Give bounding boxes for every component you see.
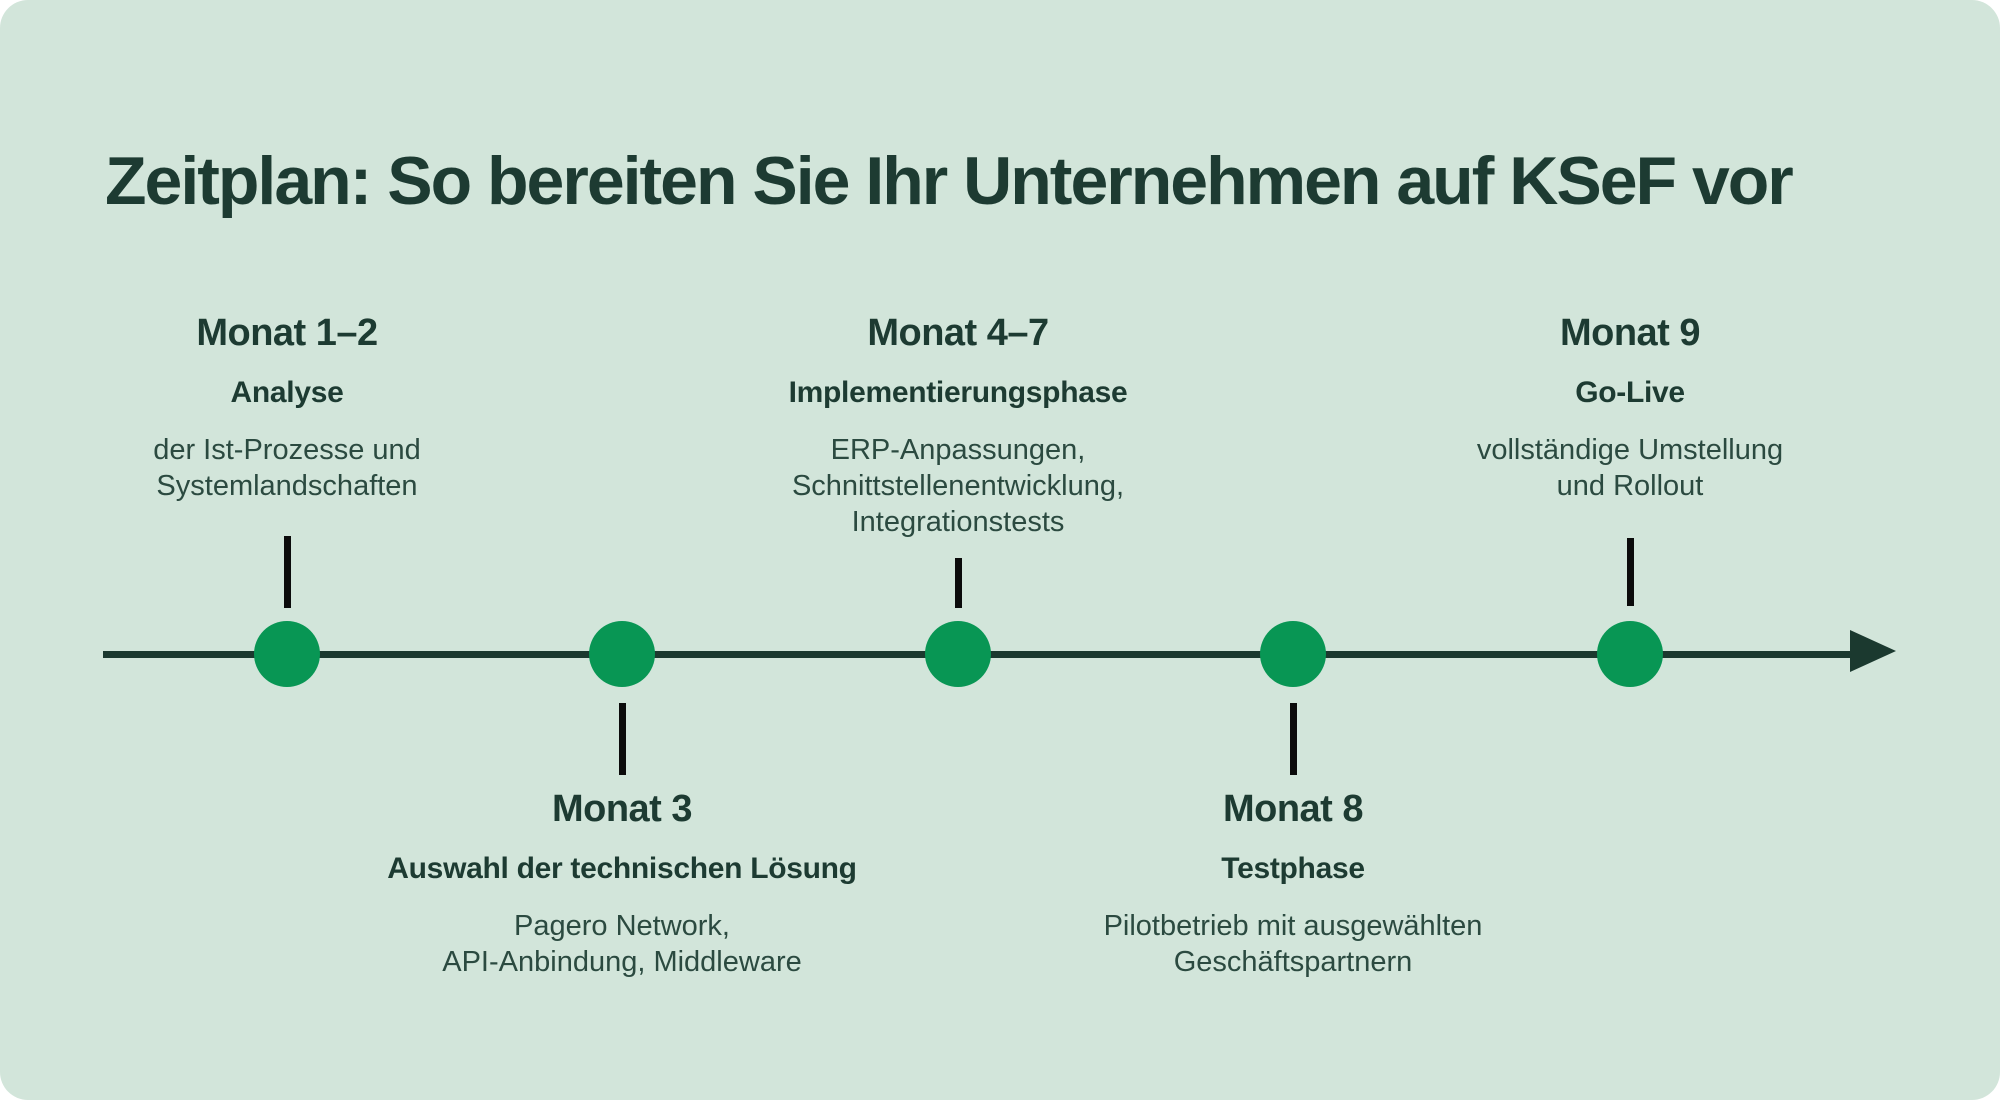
connector-line: [1290, 703, 1297, 775]
arrow-right-icon: [1850, 630, 1896, 672]
milestone-monat-9: Monat 9 Go-Live vollständige Umstellung …: [1350, 312, 1910, 504]
milestone-description: Pagero Network, API-Anbindung, Middlewar…: [442, 910, 802, 979]
milestone-phase: Auswahl der technischen Lösung: [387, 851, 857, 885]
milestone-month-label: Monat 1–2: [196, 312, 378, 354]
milestone-month-label: Monat 9: [1559, 312, 1701, 354]
milestone-dot-monat-1-2: [254, 621, 320, 687]
milestone-phase: Analyse: [230, 375, 344, 409]
milestone-month-label: Monat 8: [1222, 788, 1364, 830]
milestone-monat-3: Monat 3 Auswahl der technischen Lösung P…: [342, 788, 902, 980]
milestone-monat-8: Monat 8 Testphase Pilotbetrieb mit ausge…: [1013, 788, 1573, 980]
milestone-monat-1-2: Monat 1–2 Analyse der Ist-Prozesse und S…: [7, 312, 567, 504]
milestone-month-label: Monat 3: [551, 788, 693, 830]
milestone-dot-monat-3: [589, 621, 655, 687]
milestone-description: Pilotbetrieb mit ausgewählten Geschäftsp…: [1103, 910, 1483, 979]
milestone-dot-monat-4-7: [925, 621, 991, 687]
milestone-monat-4-7: Monat 4–7 Implementierungsphase ERP-Anpa…: [678, 312, 1238, 540]
milestone-phase: Testphase: [1221, 851, 1365, 885]
connector-line: [284, 536, 291, 608]
page-title: Zeitplan: So bereiten Sie Ihr Unternehme…: [105, 142, 1794, 219]
connector-line: [619, 703, 626, 775]
milestone-month-label: Monat 4–7: [867, 312, 1049, 354]
milestone-dot-monat-9: [1597, 621, 1663, 687]
milestone-dot-monat-8: [1260, 621, 1326, 687]
milestone-description: der Ist-Prozesse und Systemlandschaften: [153, 434, 421, 503]
milestone-description: vollständige Umstellung und Rollout: [1476, 434, 1784, 503]
connector-line: [955, 558, 962, 608]
milestone-phase: Go-Live: [1575, 375, 1685, 409]
milestone-phase: Implementierungsphase: [788, 375, 1128, 409]
connector-line: [1627, 538, 1634, 606]
milestone-description: ERP-Anpassungen, Schnittstellenentwicklu…: [791, 434, 1125, 539]
